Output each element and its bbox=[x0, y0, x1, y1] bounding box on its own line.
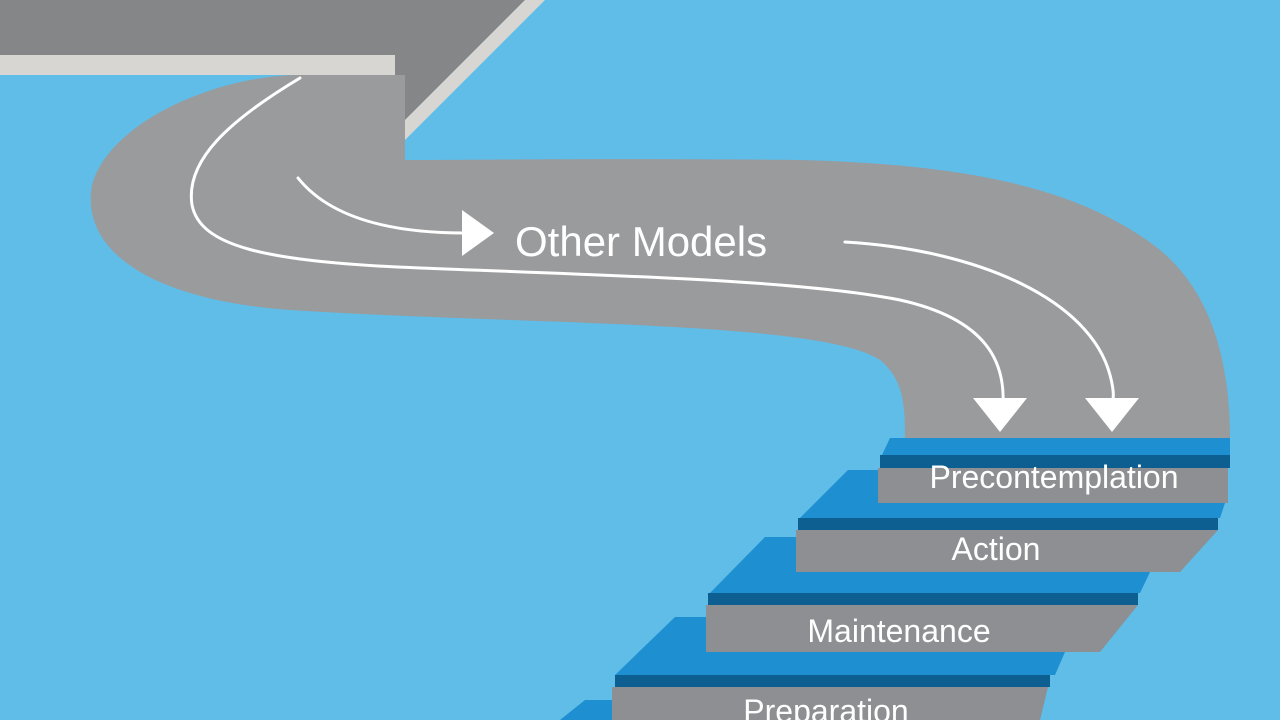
step-edge bbox=[708, 593, 1138, 605]
step-top bbox=[710, 537, 1150, 593]
step-top bbox=[560, 700, 612, 720]
staircase bbox=[560, 438, 1230, 720]
step-face bbox=[796, 530, 1218, 572]
step-edge bbox=[798, 518, 1218, 530]
step-face bbox=[612, 687, 1048, 720]
label-route-line bbox=[843, 240, 1115, 407]
stage-label: Action bbox=[952, 531, 1041, 567]
inner-route-line bbox=[296, 176, 467, 235]
top-arrow-shape bbox=[0, 0, 545, 140]
step-top bbox=[882, 438, 1230, 455]
winding-road bbox=[90, 75, 1230, 440]
step-edge bbox=[880, 455, 1230, 468]
stage-label: Precontemplation bbox=[929, 459, 1178, 495]
step-top bbox=[800, 470, 1225, 518]
down-arrow-icon bbox=[973, 398, 1027, 432]
right-arrow-icon bbox=[462, 210, 494, 256]
step-face bbox=[878, 468, 1228, 503]
stage-label: Preparation bbox=[743, 693, 908, 720]
path-label: Other Models bbox=[515, 218, 767, 265]
step-top bbox=[615, 617, 1065, 675]
outer-route-line bbox=[189, 76, 1005, 407]
down-arrow-icon bbox=[1085, 398, 1139, 432]
stage-label: Maintenance bbox=[807, 613, 990, 649]
step-edge bbox=[615, 675, 1050, 687]
step-face bbox=[706, 605, 1138, 652]
